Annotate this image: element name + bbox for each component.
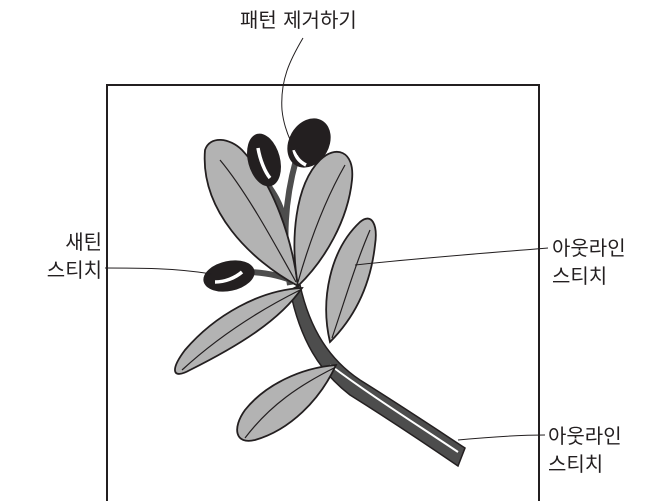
stem-outline-stitch bbox=[329, 364, 459, 453]
leaf-left-lower bbox=[174, 287, 304, 375]
leader-remove-pattern bbox=[281, 37, 304, 156]
leader-satin-stitch bbox=[104, 267, 213, 275]
label-outline-stitch-1: 아웃라인 스티치 bbox=[552, 234, 626, 290]
olive-side bbox=[203, 260, 255, 292]
label-outline2-line1: 아웃라인 bbox=[548, 424, 622, 448]
label-outline2-line2: 스티치 bbox=[548, 452, 604, 476]
label-outline1-line1: 아웃라인 bbox=[552, 236, 626, 260]
leader-outline-stitch-1 bbox=[354, 247, 549, 266]
label-remove-pattern: 패턴 제거하기 bbox=[240, 8, 357, 32]
main-stem bbox=[289, 283, 466, 468]
olive-top-right bbox=[287, 118, 331, 168]
label-outline-stitch-2: 아웃라인 스티치 bbox=[548, 422, 622, 478]
label-outline1-line2: 스티치 bbox=[552, 264, 608, 288]
hoop-frame bbox=[106, 84, 540, 501]
leaf-upper-right bbox=[293, 150, 354, 288]
leader-outline-stitch-2 bbox=[457, 434, 546, 441]
leaf-upper-left bbox=[203, 138, 300, 288]
label-satin-line1: 새틴 bbox=[65, 230, 102, 254]
label-satin-stitch: 새틴 스티치 bbox=[42, 228, 102, 284]
leaf-bottom bbox=[236, 363, 338, 442]
olive-top-left bbox=[247, 133, 281, 187]
label-satin-line2: 스티치 bbox=[46, 258, 102, 282]
